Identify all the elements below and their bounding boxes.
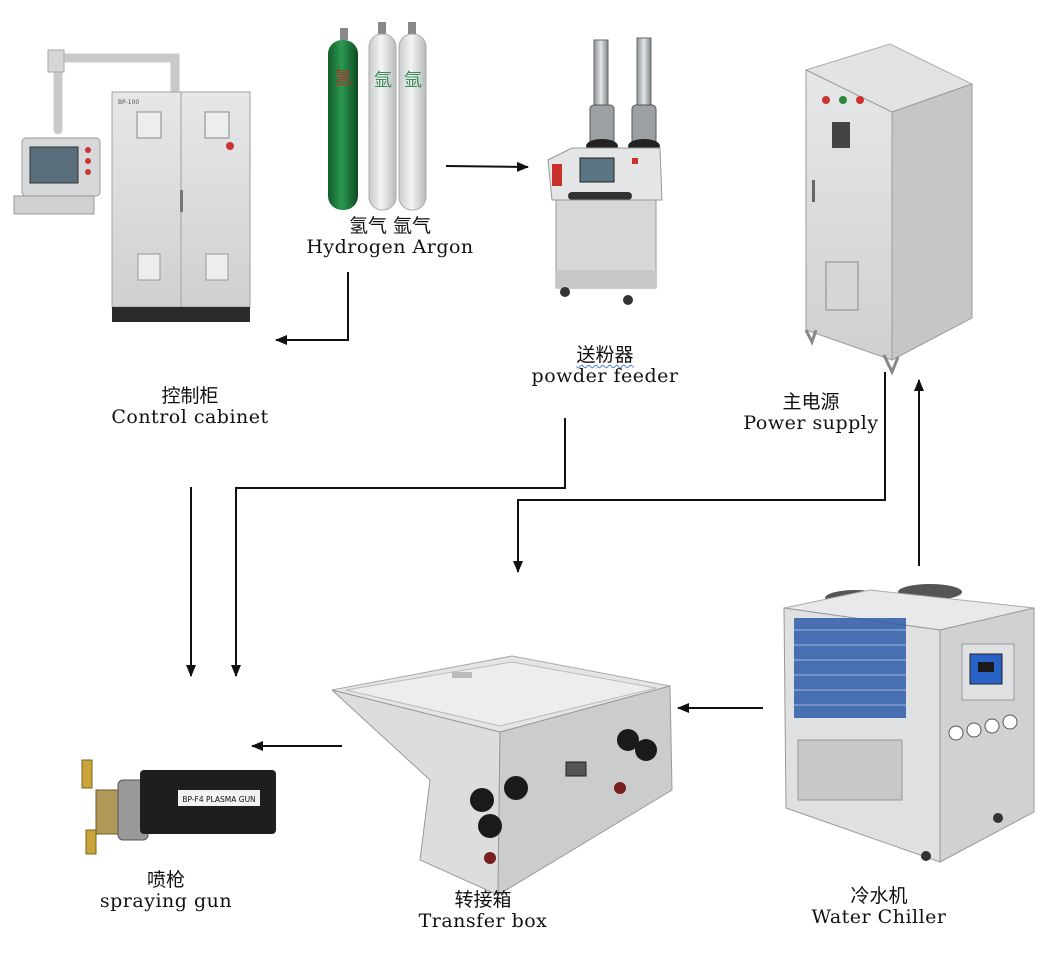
- arrow-power-to-transfer: [513, 372, 886, 573]
- control-cabinet-label-en: Control cabinet: [111, 405, 269, 428]
- gun-plate-text: BP-F4 PLASMA GUN: [182, 795, 255, 804]
- powder-feeder-label-cn: 送粉器: [576, 344, 634, 366]
- gases-label-en: Hydrogen Argon: [306, 235, 474, 258]
- water-chiller-label: 冷水机 Water Chiller: [794, 886, 964, 928]
- water-chiller-image: [783, 584, 1035, 863]
- gases-label: 氢气 氩气 Hydrogen Argon: [300, 216, 480, 258]
- power-supply-label-cn: 主电源: [782, 391, 840, 413]
- arrow-feeder-to-gun: [231, 418, 566, 677]
- spraying-gun-label-en: spraying gun: [99, 889, 233, 912]
- gas-bottles-image: 氢 氩 氩: [328, 22, 427, 211]
- water-chiller-label-en: Water Chiller: [811, 905, 947, 928]
- water-chiller-label-cn: 冷水机: [850, 885, 908, 907]
- gases-label-cn: 氢气 氩气: [348, 215, 432, 237]
- bottle-2-char: 氩: [374, 70, 392, 91]
- connection-arrows: [186, 161, 924, 751]
- spraying-gun-label-cn: 喷枪: [146, 869, 185, 891]
- power-supply-image: [804, 43, 974, 376]
- spraying-gun-label: 喷枪 spraying gun: [86, 870, 246, 912]
- bottle-1-char: 氢: [334, 68, 352, 89]
- transfer-box-label: 转接箱 Transfer box: [398, 890, 568, 932]
- powder-feeder-label: 送粉器 powder feeder: [515, 345, 695, 387]
- arrow-gas-to-cabinet: [275, 272, 349, 345]
- control-cabinet-label: 控制柜 Control cabinet: [90, 386, 290, 428]
- power-supply-label-en: Power supply: [743, 411, 879, 434]
- transfer-box-image: [331, 655, 673, 896]
- bottle-3-char: 氩: [404, 70, 422, 91]
- arrow-gas-to-feeder: [445, 161, 529, 172]
- control-cabinet-label-cn: 控制柜: [161, 385, 219, 407]
- powder-feeder-image: [547, 37, 663, 305]
- control-cabinet-image: BP-100: [13, 49, 251, 322]
- powder-feeder-label-en: powder feeder: [531, 364, 679, 387]
- power-supply-label: 主电源 Power supply: [726, 392, 896, 434]
- cabinet-model-text: BP-100: [118, 99, 139, 106]
- transfer-box-label-en: Transfer box: [418, 909, 548, 932]
- transfer-box-label-cn: 转接箱: [454, 889, 512, 911]
- spraying-gun-image: BP-F4 PLASMA GUN: [81, 759, 276, 855]
